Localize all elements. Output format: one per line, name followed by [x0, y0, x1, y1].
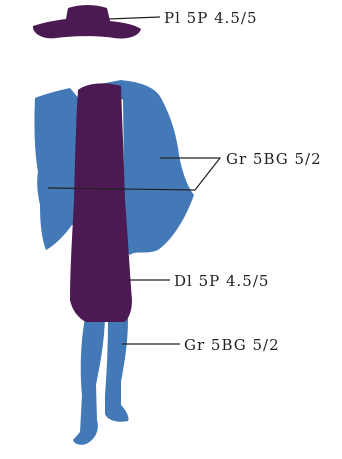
dress-shape — [70, 83, 132, 322]
left-leg — [73, 318, 105, 445]
dress-label: Dl 5P 4.5/5 — [174, 272, 269, 290]
jacket-label: Gr 5BG 5/2 — [226, 150, 322, 168]
hat-leader-line — [108, 17, 160, 19]
hat-label: Pl 5P 4.5/5 — [164, 9, 258, 27]
right-leg — [105, 318, 129, 422]
legs-label: Gr 5BG 5/2 — [184, 336, 280, 354]
hat-shape — [33, 5, 141, 39]
